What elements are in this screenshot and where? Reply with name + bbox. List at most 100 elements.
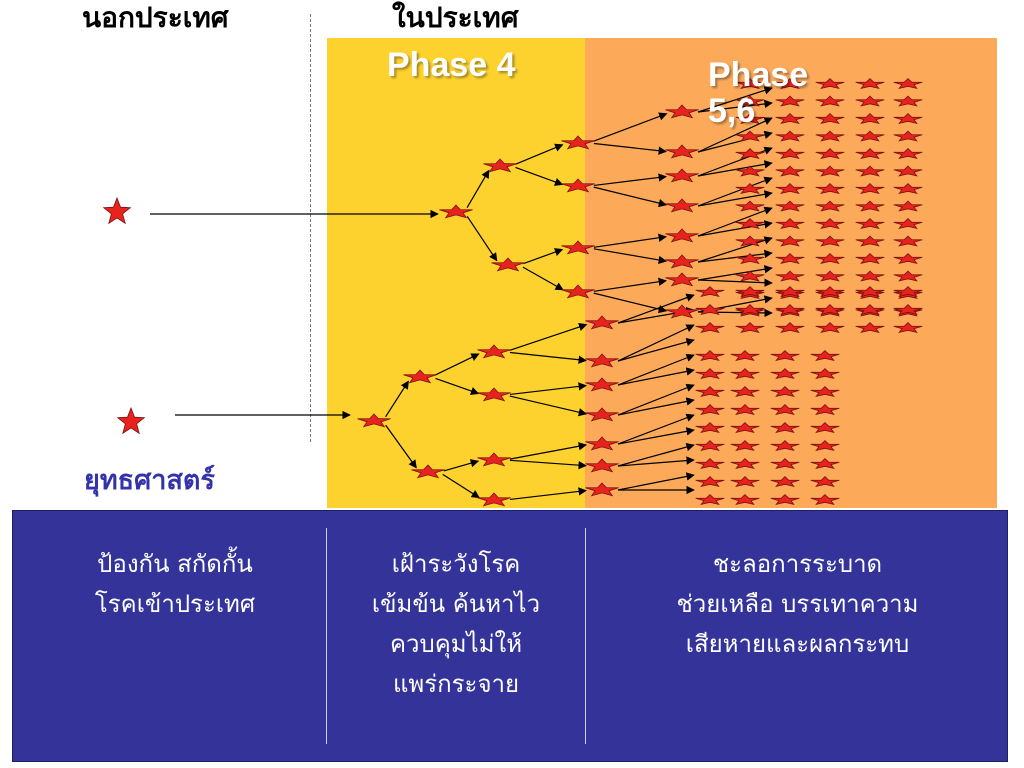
star-icon [665,168,699,183]
star-icon [815,148,845,160]
star-icon [665,304,699,319]
star-icon [855,322,885,334]
spread-arrow [509,459,587,470]
panel-col2-line: เฝ้าระวังโรค [391,550,521,578]
spread-arrow [509,322,588,352]
star-icon [665,272,699,287]
star-icon [893,78,923,90]
star-icon [477,452,511,467]
star-icon [585,377,619,392]
star-icon [561,135,595,150]
spread-arrow [697,99,773,113]
star-icon [775,235,805,247]
star-icon [855,200,885,212]
star-icon [735,200,765,212]
star-icon [815,95,845,107]
spread-arrow [697,236,773,263]
star-icon [735,304,765,316]
star-icon [695,440,725,452]
star-icon [730,476,760,488]
spread-arrow [617,383,695,416]
star-icon [775,95,805,107]
panel-col2-line: แพร่กระจาย [392,670,520,698]
spread-arrow [593,173,667,187]
spread-arrow [593,248,667,265]
star-icon [439,204,473,219]
panel-col2-line: ควบคุมไม่ให้ [389,630,523,658]
spread-arrow [466,215,498,262]
spread-arrow [515,143,564,165]
star-icon [735,148,765,160]
star-icon [855,165,885,177]
star-icon [770,440,800,452]
spread-arrow [697,190,773,207]
spread-arrow [593,186,668,208]
star-icon [775,113,805,125]
star-icon [775,218,805,230]
star-icon [695,404,725,416]
star-icon [893,113,923,125]
star-icon [585,315,619,330]
star-icon [893,304,923,316]
star-icon [893,218,923,230]
spread-arrow [617,337,695,362]
star-icon [665,254,699,269]
spread-arrow [509,442,587,460]
spread-arrow [697,117,773,153]
star-icon [695,386,725,398]
star-icon [893,235,923,247]
star-icon [893,130,923,142]
star-icon [770,458,800,470]
panel-col-prevent: ป้องกัน สกัดกั้น โรคเข้าประเทศ [40,544,310,624]
star-icon [735,286,765,298]
star-icon [855,235,885,247]
star-icon [810,422,840,434]
star-icon [695,368,725,380]
spread-arrow [509,487,587,501]
spread-arrow [466,169,490,208]
spread-arrow [443,459,480,472]
panel-separator-2 [585,528,586,744]
spread-arrow [442,473,480,499]
phase4-zone [327,38,585,508]
star-icon [855,78,885,90]
star-icon [855,218,885,230]
star-icon [815,304,845,316]
panel-col3-line: เสียหายและผลกระทบ [685,630,910,658]
star-icon [893,165,923,177]
star-icon [411,464,445,479]
star-icon [893,148,923,160]
spread-arrow [617,324,695,362]
border-divider [310,14,311,442]
star-icon [815,183,845,195]
star-icon [893,183,923,195]
star-icon [810,494,840,506]
star-icon [893,95,923,107]
star-icon [810,368,840,380]
star-icon [775,322,805,334]
star-icon [775,130,805,142]
spread-arrow [697,206,773,237]
spread-arrow [617,293,695,324]
star-icon [695,494,725,506]
spread-arrow [697,249,773,263]
star-icon [477,492,511,507]
spread-arrow [617,472,695,491]
star-icon [695,286,725,298]
star-icon [735,165,765,177]
star-icon [403,369,437,384]
star-icon [695,476,725,488]
star-icon [770,368,800,380]
spread-arrow [617,456,695,467]
star-icon [477,387,511,402]
star-icon [730,350,760,362]
star-icon [893,270,923,282]
star-icon [665,228,699,243]
star-icon [483,158,517,173]
spread-arrow [617,413,695,445]
strategy-panel [12,510,1008,762]
star-icon [815,322,845,334]
star-icon [893,286,923,298]
panel-col3-line: ช่วยเหลือ บรรเทาความ [676,590,919,618]
spread-arrow [509,382,587,396]
